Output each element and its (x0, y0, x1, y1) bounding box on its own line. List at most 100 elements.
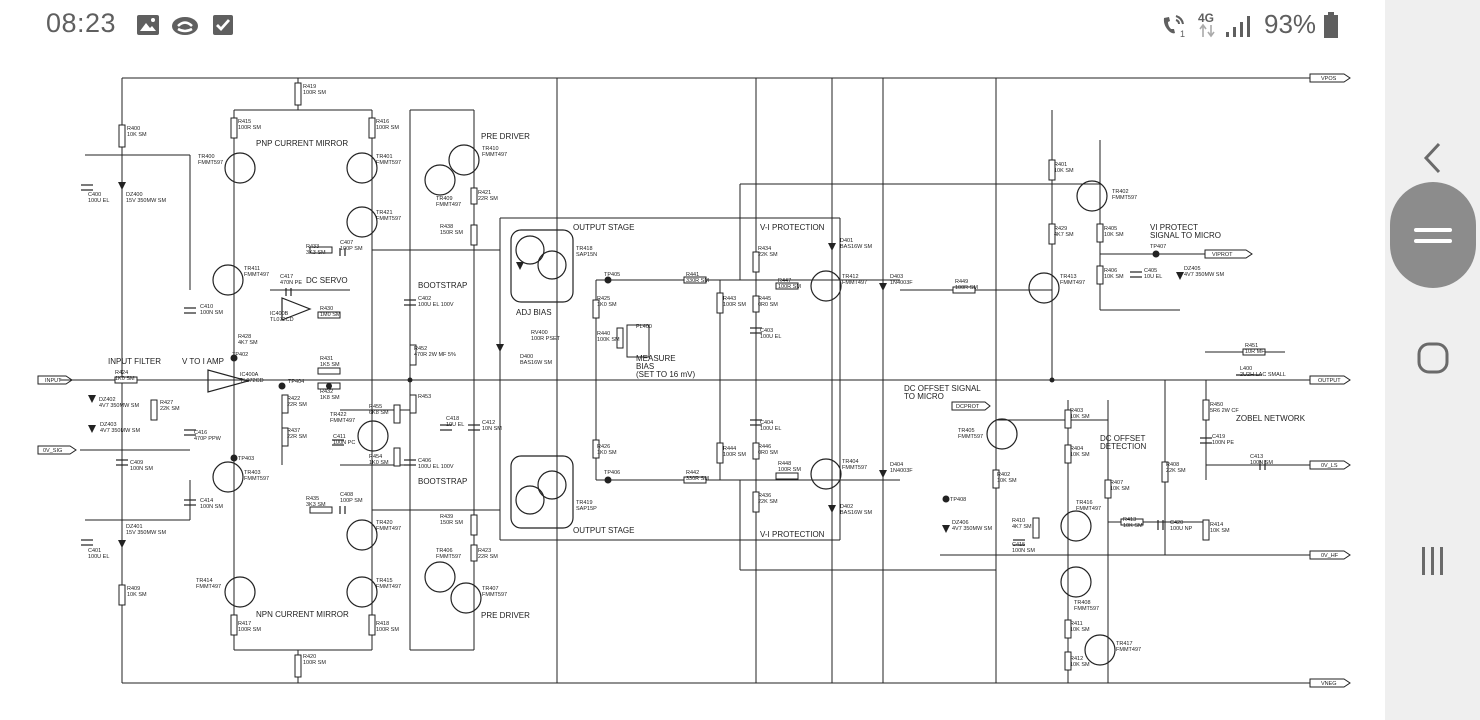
value-c418: 10U EL (446, 422, 464, 428)
value-c402: 100U EL 100V (418, 302, 454, 308)
testpoint-tp407: TP407 (1150, 244, 1166, 250)
ref-d402: D402 (840, 504, 853, 510)
title-dc-offset-detection: DC OFFSET (1100, 434, 1145, 443)
ref-dz406: DZ406 (952, 520, 969, 526)
ref-tr414: TR414 (196, 578, 213, 584)
ref-tr415: TR415 (376, 578, 393, 584)
rail-vneg: VNEG (1321, 681, 1337, 687)
value-r441: 330R SM (686, 278, 709, 284)
ref-c411: C411 (333, 434, 346, 440)
ref-c409: C409 (130, 460, 143, 466)
home-circle-icon (1417, 342, 1448, 374)
rail-viprot: VIPROT (1212, 252, 1233, 258)
title-zobel-network: ZOBEL NETWORK (1236, 414, 1306, 423)
value-d402: BAS16W SM (840, 510, 873, 516)
testpoint-tp402: TP402 (232, 352, 248, 358)
ref-c418: C418 (446, 416, 459, 422)
value-tr419: SAP15P (576, 506, 597, 512)
title-measure-bias-3: (SET TO 16 mV) (636, 370, 695, 379)
ref-tr400: TR400 (198, 154, 215, 160)
value-dz405: 4V7 350MW SM (1184, 272, 1224, 278)
ref-r445: R445 (758, 296, 771, 302)
home-pill-button[interactable] (1385, 182, 1480, 288)
value-r442: 330R SM (686, 476, 709, 482)
value-d401: BAS16W SM (840, 244, 873, 250)
battery-icon (1324, 12, 1338, 38)
ref-d400: D400 (520, 354, 533, 360)
value-r423: 22R SM (478, 554, 498, 560)
ref-r410: R410 (1012, 518, 1025, 524)
ref-tr406: TR406 (436, 548, 453, 554)
value-r407: 10K SM (1110, 486, 1130, 492)
value-ic400a: TL072CD (240, 378, 264, 384)
ref-c416: C416 (194, 430, 207, 436)
value-r414: 10K SM (1210, 528, 1230, 534)
value-r420: 100R SM (303, 660, 326, 666)
ref-r433: R433 (306, 244, 319, 250)
ref-r409: R409 (127, 586, 140, 592)
testpoint-tp406: TP406 (604, 470, 620, 476)
value-r448: 100R SM (778, 467, 801, 473)
value-r412: 10K SM (1070, 662, 1090, 668)
ref-r421: R421 (478, 190, 491, 196)
ref-dz401: DZ401 (126, 524, 143, 530)
ref-pl400: PL400 (636, 324, 652, 330)
amplifier-schematic: PNP CURRENT MIRROR NPN CURRENT MIRROR PR… (37, 73, 1351, 688)
value-c410: 100N SM (200, 310, 223, 316)
title-vi-protect-signal-2: SIGNAL TO MICRO (1150, 231, 1221, 240)
ref-tr401: TR401 (376, 154, 393, 160)
value-tr412: FMMT497 (842, 280, 867, 286)
value-c413: 100N SM (1250, 460, 1273, 466)
value-tr402: FMMT597 (1112, 195, 1137, 201)
ref-tr418: TR418 (576, 246, 593, 252)
value-r443: 100R SM (723, 302, 746, 308)
value-dz401: 15V 350MW SM (126, 530, 166, 536)
value-c415: 100N SM (1012, 548, 1035, 554)
ref-r449: R449 (955, 279, 968, 285)
ref-c400: C400 (88, 192, 101, 198)
ref-r446: R446 (758, 444, 771, 450)
value-tr422: FMMT497 (330, 418, 355, 424)
value-tr411: FMMT497 (244, 272, 269, 278)
value-c403: 100U EL (760, 334, 781, 340)
value-c409: 100N SM (130, 466, 153, 472)
ref-r439: R439 (440, 514, 453, 520)
ref-c403: C403 (760, 328, 773, 334)
ref-r402: R402 (997, 472, 1010, 478)
ref-c417: C417 (280, 274, 293, 280)
rail-0v-ls: 0V_LS (1321, 463, 1338, 469)
home-button[interactable] (1385, 330, 1480, 386)
gallery-icon (137, 15, 159, 35)
value-r417: 100R SM (238, 627, 261, 633)
ref-c404: C404 (760, 420, 773, 426)
value-c420: 100U NP (1170, 526, 1193, 532)
navigation-bar (1385, 0, 1480, 720)
ref-r401: R401 (1054, 162, 1067, 168)
recents-button[interactable] (1385, 536, 1480, 586)
value-c419: 100N PE (1212, 440, 1234, 446)
value-r406: 10K SM (1104, 274, 1124, 280)
ref-r436: R436 (758, 493, 771, 499)
value-c400: 100U EL (88, 198, 109, 204)
value-dz406: 4V7 350MW SM (952, 526, 992, 532)
value-r435: 3K3 SM (306, 502, 326, 508)
network-type: 4G (1198, 11, 1214, 25)
ref-tr411: TR411 (244, 266, 260, 272)
ref-ic400b: IC400B (270, 311, 289, 317)
ref-r419: R419 (303, 84, 316, 90)
value-r424: 1K0 SM (115, 376, 135, 382)
title-vi-protection-bottom: V-I PROTECTION (760, 530, 825, 539)
ref-dz402: DZ402 (99, 397, 116, 403)
value-r416: 100R SM (376, 125, 399, 131)
ref-r450: R450 (1210, 402, 1223, 408)
ref-r414: R414 (1210, 522, 1223, 528)
value-r418: 100R SM (376, 627, 399, 633)
status-bar: 08:23 1 4G 93% (0, 0, 1385, 52)
ref-r455: R455 (369, 404, 382, 410)
value-r403: 10K SM (1070, 414, 1090, 420)
back-button[interactable] (1385, 130, 1480, 185)
value-r413: 10K SM (1123, 523, 1143, 529)
rail-dcprot: DCPROT (956, 404, 980, 410)
title-v-to-i-amp: V TO I AMP (182, 357, 224, 366)
